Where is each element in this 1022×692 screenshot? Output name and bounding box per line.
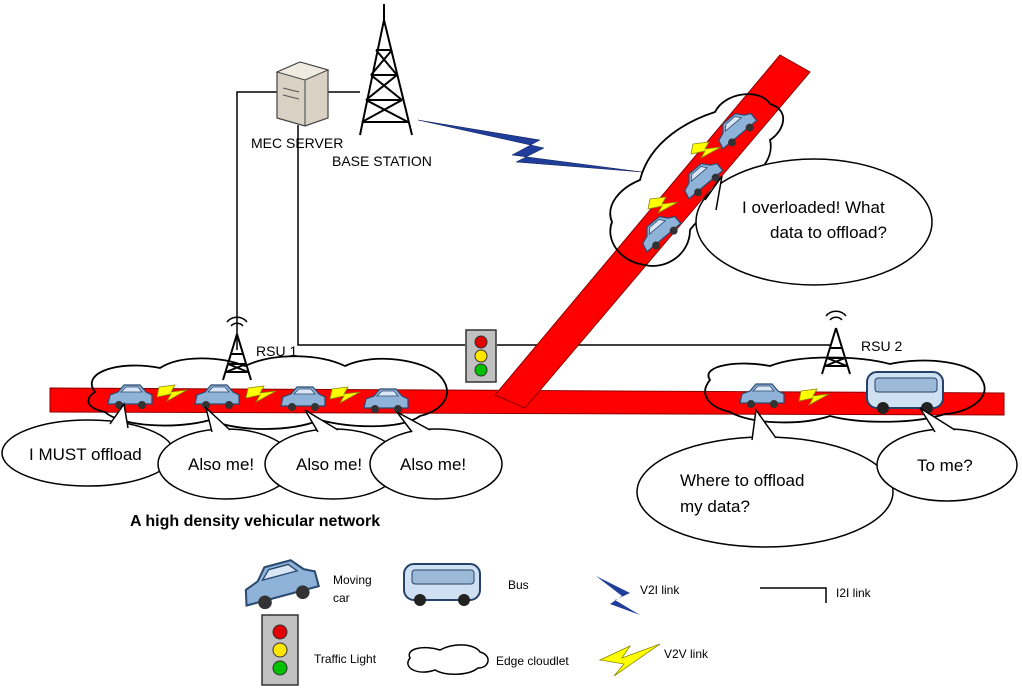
bubble-overloaded-line1: I overloaded! What: [742, 198, 885, 217]
bubble-also-me-1: Also me!: [157, 405, 295, 500]
legend-bus-label: Bus: [508, 578, 529, 592]
legend-edge-cloudlet-icon: [407, 644, 489, 675]
rsu2-tower-icon: [821, 310, 851, 375]
edge-cloudlet-left: [87, 355, 448, 430]
base-station-label: BASE STATION: [332, 153, 432, 169]
i2i-link-server-light: [297, 125, 465, 346]
bubble-also-me-3-text: Also me!: [400, 455, 466, 474]
mec-server-icon: [275, 61, 330, 127]
bubble-must-offload: I MUST offload: [1, 402, 175, 487]
legend: Moving car Bus V2I link I2I link Traffic…: [237, 553, 872, 686]
legend-traffic-light-label: Traffic Light: [314, 652, 377, 666]
traffic-light-icon: [465, 329, 497, 383]
bubble-overloaded: I overloaded! What data to offload?: [695, 158, 933, 286]
legend-traffic-light-icon: [261, 614, 299, 686]
bubble-also-me-2-text: Also me!: [296, 455, 362, 474]
bus: [866, 371, 944, 415]
legend-v2i-icon: [596, 576, 640, 615]
legend-i2i-label: I2I link: [836, 586, 872, 600]
bubble-to-me-text: To me?: [917, 456, 973, 475]
mec-server-label: MEC SERVER: [251, 135, 343, 151]
legend-i2i-icon: [760, 587, 827, 603]
bubble-where-line2: my data?: [680, 497, 750, 516]
legend-moving-car-label-1: Moving: [333, 573, 372, 587]
base-station-tower-icon: [359, 4, 413, 136]
diagram-caption: A high density vehicular network: [130, 513, 380, 530]
i2i-link-rsu1-server: [236, 91, 277, 350]
bubble-overloaded-line2: data to offload?: [770, 223, 887, 242]
v2i-link: [417, 119, 643, 173]
rsu1-label: RSU 1: [256, 343, 297, 359]
bubble-where-line1: Where to offload: [680, 471, 804, 490]
legend-bus-icon: [403, 563, 481, 607]
bubble-to-me: To me?: [876, 407, 1018, 502]
legend-car-icon: [237, 553, 322, 615]
bubble-also-me-3: Also me!: [369, 411, 503, 500]
legend-v2v-label: V2V link: [664, 647, 709, 661]
bubble-must-offload-text: I MUST offload: [29, 445, 142, 464]
bubble-where-to-offload: Where to offload my data?: [636, 408, 894, 548]
legend-edge-cloudlet-label: Edge cloudlet: [496, 654, 569, 668]
rsu2-label: RSU 2: [861, 338, 902, 354]
bubble-also-me-1-text: Also me!: [188, 455, 254, 474]
legend-v2v-icon: [598, 643, 661, 677]
legend-v2i-label: V2I link: [640, 583, 680, 597]
legend-moving-car-label-2: car: [333, 591, 350, 605]
